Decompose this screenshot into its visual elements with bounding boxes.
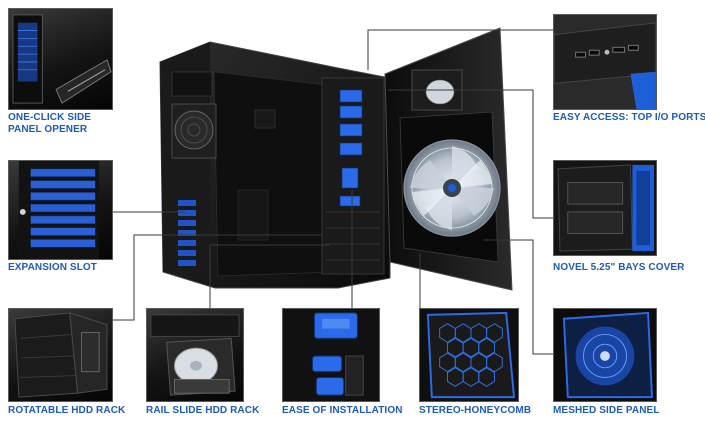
thumb-one-click-side-panel-opener [8,8,113,110]
label-meshed-side-panel: MESHED SIDE PANEL [553,405,660,416]
label-rail-slide-hdd-rack: RAIL SLIDE HDD RACK [146,405,260,416]
thumb-meshed-side-panel [553,308,657,402]
thumb-expansion-slot [8,160,113,260]
label-easy-access-top-io: EASY ACCESS: TOP I/O PORTS [553,112,705,123]
label-line-2: PANEL OPENER [8,124,88,135]
label-line-1: ONE-CLICK SIDE [8,112,92,123]
label-expansion-slot: EXPANSION SLOT [8,262,98,273]
side-fan-icon [403,139,501,237]
rear-fan-icon [174,110,214,150]
thumb-rotatable-hdd-rack [8,308,113,402]
label-rotatable-hdd-rack: ROTATABLE HDD RACK [8,405,126,416]
thumb-rail-slide-hdd-rack [146,308,244,402]
fan-hub-icon [600,351,610,361]
thumb-easy-access-top-io [553,14,657,110]
label-one-click-side-panel-opener: ONE-CLICK SIDE PANEL OPENER [8,112,91,136]
label-novel-bays-cover: NOVEL 5.25" BAYS COVER [553,262,685,273]
label-ease-of-installation: EASE OF INSTALLATION [282,405,403,416]
thumb-stereo-honeycomb [419,308,519,402]
thumb-ease-of-installation [282,308,380,402]
label-stereo-honeycomb: STEREO-HONEYCOMB [419,405,532,416]
drive-bay-clips [339,89,363,207]
thumb-novel-bays-cover [553,160,657,256]
